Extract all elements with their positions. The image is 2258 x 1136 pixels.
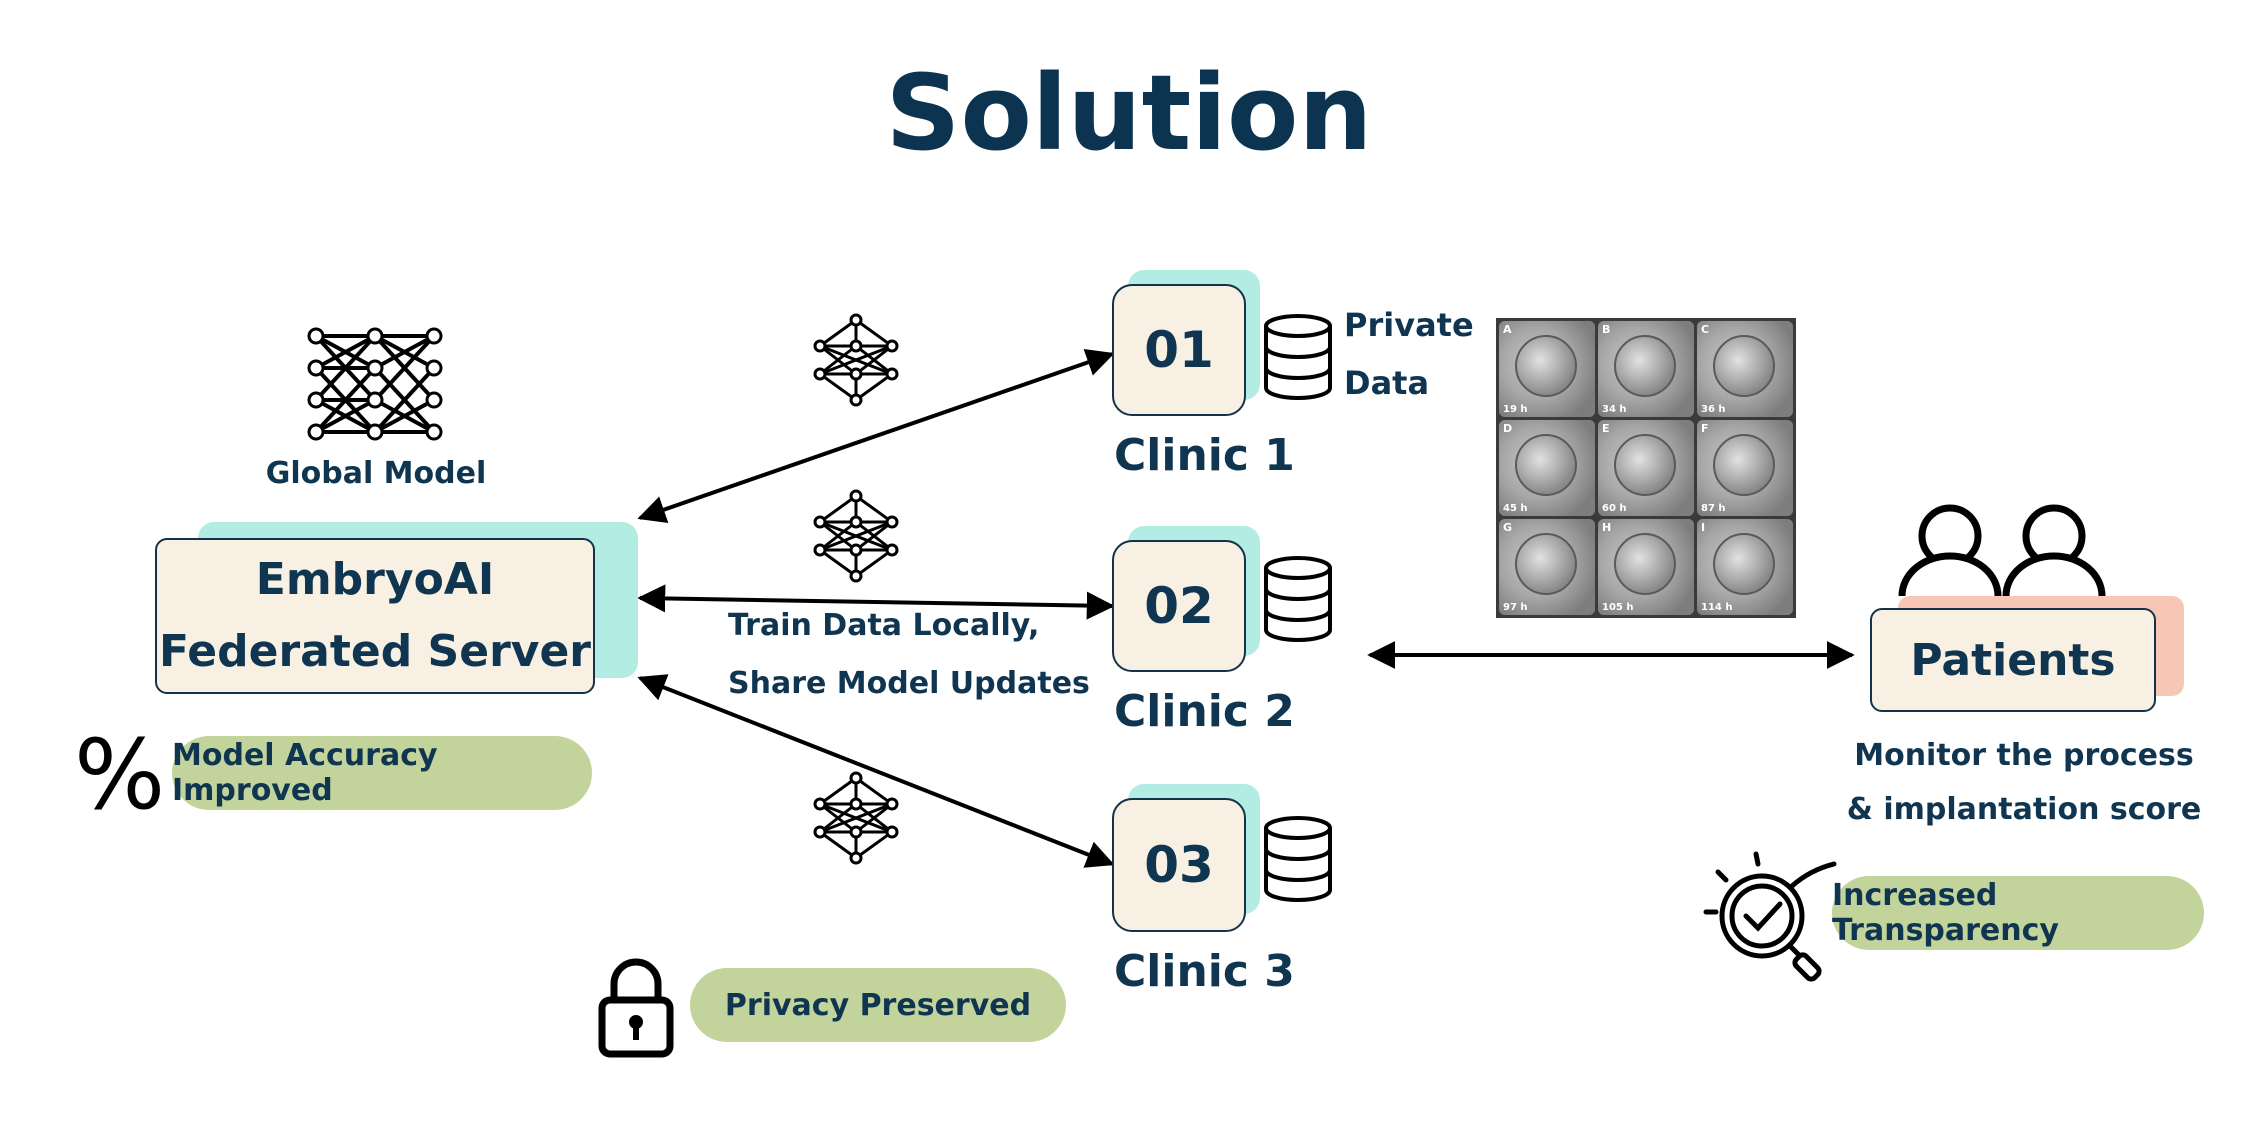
embryo-image: G 97 h <box>1499 519 1595 615</box>
embryo-letter: A <box>1503 323 1512 336</box>
global-model-network-icon <box>307 327 443 441</box>
server-name: EmbryoAI <box>255 554 495 605</box>
embryo-image: D 45 h <box>1499 420 1595 516</box>
clinic2-number: 02 <box>1112 540 1246 672</box>
embryo-time: 34 h <box>1602 404 1627 415</box>
embryo-time: 19 h <box>1503 404 1528 415</box>
embryo-image: E 60 h <box>1598 420 1694 516</box>
privacy-badge: Privacy Preserved <box>690 968 1066 1042</box>
database-icon <box>1264 556 1332 642</box>
global-model-label: Global Model <box>265 456 487 491</box>
neural-network-icon <box>813 771 899 865</box>
page-title: Solution <box>885 52 1373 174</box>
patients-desc-line2: & implantation score <box>1846 792 2202 827</box>
embryo-letter: H <box>1602 521 1612 534</box>
embryo-time: 114 h <box>1701 602 1733 613</box>
embryo-image: F 87 h <box>1697 420 1793 516</box>
embryo-letter: D <box>1503 422 1513 435</box>
clinic3-label: Clinic 3 <box>1114 946 1295 997</box>
private-data-line2: Data <box>1344 364 1430 402</box>
neural-network-icon <box>813 489 899 583</box>
server-subtitle: Federated Server <box>159 626 591 677</box>
embryo-time: 87 h <box>1701 503 1726 514</box>
embryo-letter: I <box>1701 521 1706 534</box>
database-icon <box>1264 314 1332 400</box>
train-note-line2: Share Model Updates <box>728 666 1090 701</box>
embryo-letter: B <box>1602 323 1611 336</box>
embryo-time: 45 h <box>1503 503 1528 514</box>
patients-desc-line1: Monitor the process <box>1854 738 2194 773</box>
embryo-image: I 114 h <box>1697 519 1793 615</box>
database-icon <box>1264 816 1332 902</box>
magnifier-check-icon <box>1703 851 1837 982</box>
federated-server-box: EmbryoAI Federated Server <box>155 538 595 694</box>
patients-box: Patients <box>1870 608 2156 712</box>
arrow-server-clinic3 <box>637 674 1115 868</box>
embryo-time: 105 h <box>1602 602 1634 613</box>
lock-icon <box>598 958 674 1058</box>
embryo-image: H 105 h <box>1598 519 1694 615</box>
clinic1-label: Clinic 1 <box>1114 430 1295 481</box>
percent-icon: % <box>74 719 166 831</box>
embryo-image: A 19 h <box>1499 321 1595 417</box>
neural-network-icon <box>813 313 899 407</box>
clinic3-number: 03 <box>1112 798 1246 932</box>
embryo-time: 97 h <box>1503 602 1528 613</box>
embryo-letter: G <box>1503 521 1513 534</box>
embryo-time: 60 h <box>1602 503 1627 514</box>
clinic2-label: Clinic 2 <box>1114 686 1295 737</box>
train-note-line1: Train Data Locally, <box>728 608 1040 643</box>
private-data-line1: Private <box>1344 306 1474 344</box>
embryo-letter: C <box>1701 323 1710 336</box>
arrow-server-clinic1 <box>637 349 1115 523</box>
accuracy-badge: Model Accuracy Improved <box>172 736 592 810</box>
people-icon <box>1898 504 2106 597</box>
transparency-badge: Increased Transparency <box>1832 876 2204 950</box>
embryo-time: 36 h <box>1701 404 1726 415</box>
embryo-image-grid: A 19 h B 34 h C 36 h D 45 h E 60 h F 87 h G 97 … <box>1496 318 1796 618</box>
embryo-letter: F <box>1701 422 1709 435</box>
embryo-image: C 36 h <box>1697 321 1793 417</box>
embryo-letter: E <box>1602 422 1610 435</box>
arrow-server-clinic2 <box>637 584 1115 620</box>
clinic1-number: 01 <box>1112 284 1246 416</box>
embryo-image: B 34 h <box>1598 321 1694 417</box>
